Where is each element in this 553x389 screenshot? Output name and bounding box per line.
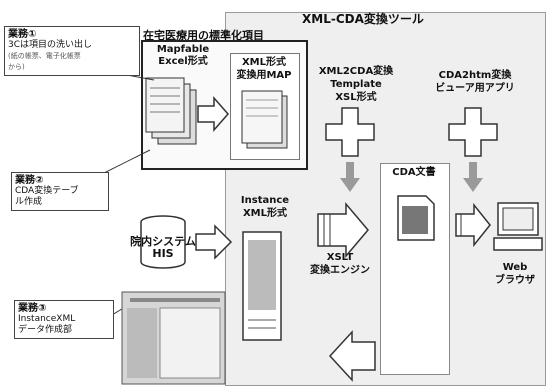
computer-icon [494,203,542,250]
cda-doc-icon [398,196,434,240]
callout-task2-head: 業務② [15,175,105,186]
excel-sheets-icon [146,78,196,144]
his-to-instance-arrow [196,226,231,258]
xslt-right-arrow [318,204,368,256]
callout-task1-line2: (紙の帳票、電子化帳票 [8,51,136,62]
callout-task3-line2: データ作成部 [18,325,110,336]
callout-task1-line1: 3Cは項目の洗い出し [8,40,136,51]
callout-task1: 業務① 3Cは項目の洗い出し (紙の帳票、電子化帳票 から) [4,26,140,76]
viewer-down-arrow [463,162,483,192]
screenshot-thumbnail [122,292,225,384]
instance-doc-icon [243,232,281,340]
return-left-arrow [330,332,375,380]
template-plus-icon [326,108,374,156]
excel-to-map-arrow [198,98,228,130]
callout-task3-line1: InstanceXML [18,314,110,325]
callout-task2-line1: CDA変換テーブ [15,186,105,197]
cda-to-browser-arrow [456,205,490,245]
viewer-plus-icon [449,108,497,156]
map-docs-icon [242,91,287,148]
callout-task2: 業務② CDA変換テーブ ル作成 [11,172,109,211]
his-line2: HIS [128,247,198,260]
callout-task3: 業務③ InstanceXML データ作成部 [14,300,114,339]
template-down-arrow [340,162,360,192]
callout-task3-head: 業務③ [18,303,110,314]
callout-task1-head: 業務① [8,29,136,40]
callout-task1-line3: から) [8,62,136,73]
callout-task2-line2: ル作成 [15,197,105,208]
